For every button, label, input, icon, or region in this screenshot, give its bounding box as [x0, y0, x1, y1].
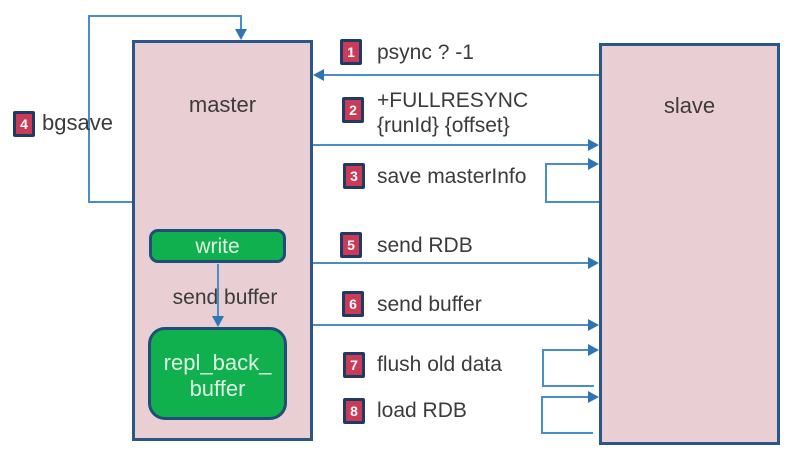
step-badge-8: 8 [343, 398, 365, 424]
step-label-bgsave: bgsave [42, 110, 113, 135]
write-to-buffer-arrow-icon [212, 316, 224, 327]
bgsave-loop-down-line [240, 15, 242, 31]
step-label-fullresync-line2: {runId} {offset} [377, 114, 510, 137]
load-rdb-loop-arrow-icon [588, 391, 599, 403]
write-box: write [149, 229, 286, 263]
slave-node-label: slave [663, 93, 716, 118]
slave-node [599, 43, 780, 445]
step-badge-7: 7 [343, 352, 365, 378]
step-label-load-rdb: load RDB [377, 399, 467, 422]
step-badge-1: 1 [340, 39, 362, 65]
send-buffer-arrow-icon [588, 319, 599, 331]
load-rdb-loop-left-line [541, 396, 543, 434]
step-label-send-buffer: send buffer [377, 293, 482, 316]
repl-back-buffer-label-line1: repl_back_ [163, 350, 272, 375]
load-rdb-loop-top-line [541, 396, 589, 398]
repl-back-buffer-box: repl_back_ buffer [148, 327, 287, 420]
master-node-label: master [188, 92, 257, 117]
step-label-flush-old-data: flush old data [377, 353, 502, 376]
bgsave-loop-top-line [88, 15, 242, 17]
step-badge-5: 5 [340, 232, 362, 258]
psync-arrow-line [322, 74, 599, 76]
save-masterinfo-loop-top-line [545, 163, 589, 165]
send-rdb-arrow-icon [588, 257, 599, 269]
flush-loop-left-line [542, 349, 544, 387]
step-badge-6: 6 [342, 291, 364, 317]
step-badge-3: 3 [343, 163, 365, 189]
step-label-psync: psync ? -1 [377, 41, 474, 64]
write-to-buffer-arrow-line [217, 264, 219, 318]
flush-loop-bottom-line [542, 385, 594, 387]
repl-back-buffer-label-line2: buffer [189, 376, 246, 401]
step-label-send-rdb: send RDB [377, 234, 473, 257]
step-label-save-masterinfo: save masterInfo [377, 165, 527, 188]
bgsave-loop-left-line [88, 15, 90, 203]
step-badge-4: 4 [13, 111, 35, 137]
send-buffer-arrow-line [313, 324, 590, 326]
flush-loop-top-line [542, 349, 589, 351]
fullresync-arrow-line [313, 144, 590, 146]
step-label-fullresync-line1: +FULLRESYNC [377, 89, 529, 112]
flush-loop-arrow-icon [588, 344, 599, 356]
fullresync-arrow-icon [588, 139, 599, 151]
load-rdb-loop-bottom-line [541, 432, 593, 434]
master-send-buffer-label: send buffer [172, 286, 278, 309]
step-badge-2: 2 [342, 97, 364, 123]
save-masterinfo-loop-arrow-icon [588, 158, 599, 170]
save-masterinfo-loop-left-line [545, 163, 547, 203]
bgsave-loop-bottom-line [88, 201, 132, 203]
psync-arrow-icon [313, 69, 324, 81]
save-masterinfo-loop-bottom-line [545, 201, 599, 203]
send-rdb-arrow-line [313, 262, 590, 264]
bgsave-loop-arrow-icon [235, 29, 247, 40]
